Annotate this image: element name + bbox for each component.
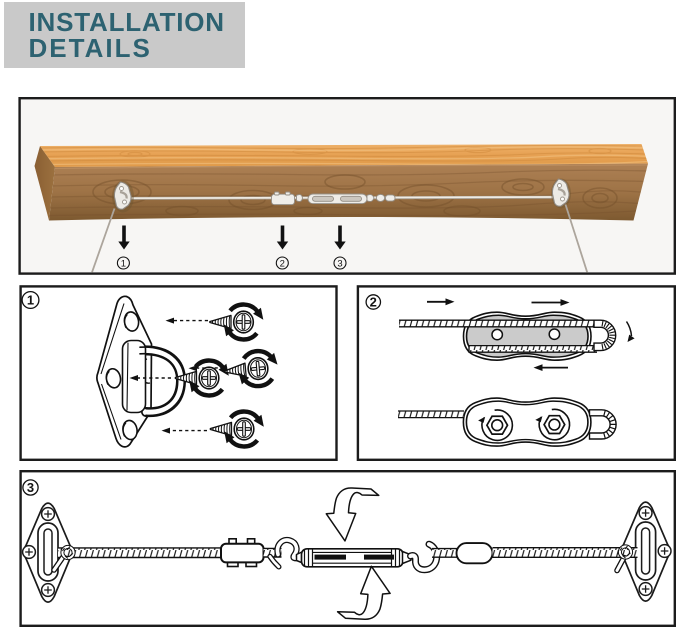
- svg-text:2: 2: [280, 258, 285, 269]
- svg-text:1: 1: [27, 293, 34, 308]
- svg-text:DETAILS: DETAILS: [29, 33, 152, 63]
- svg-text:2: 2: [370, 295, 377, 310]
- svg-text:INSTALLATION: INSTALLATION: [29, 7, 225, 37]
- svg-text:3: 3: [27, 480, 34, 495]
- svg-text:3: 3: [337, 258, 342, 269]
- svg-text:1: 1: [121, 258, 126, 269]
